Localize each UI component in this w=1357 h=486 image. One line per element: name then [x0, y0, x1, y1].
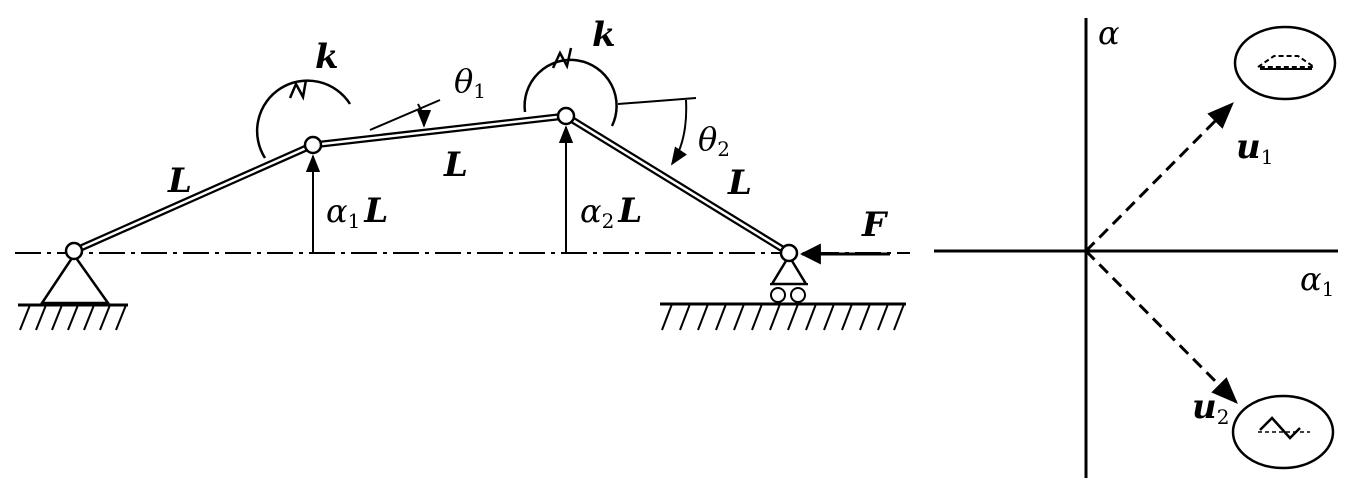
- right-roller-support: [769, 253, 809, 303]
- theta1-angle-marker: [369, 99, 441, 131]
- vector-u2-label: u2: [1192, 387, 1229, 429]
- bar-middle: [312, 112, 567, 149]
- bar-right: [564, 113, 791, 256]
- bar-left: [72, 141, 315, 255]
- spring-left-label: k: [315, 37, 339, 77]
- bar-middle-label: L: [443, 145, 468, 185]
- linkage-diagram: k k L L L θ1 θ2 α1L α2L F: [15, 15, 910, 331]
- left-pin-support: [39, 252, 111, 305]
- left-ground: [18, 303, 128, 331]
- hinge-joint-2: [556, 106, 576, 126]
- right-ground: [660, 302, 906, 331]
- mode-space-diagram: α α1 u1 u2: [934, 14, 1338, 478]
- horizontal-axis-label: α1: [1300, 260, 1334, 301]
- vector-u1-label: u1: [1236, 127, 1273, 169]
- vector-u2-arrow: [1084, 249, 1238, 404]
- vertical-axis-label: α: [1098, 14, 1120, 52]
- rotational-spring-right-icon: [523, 47, 618, 127]
- force-label: F: [861, 205, 889, 245]
- hinge-joint-1: [303, 135, 323, 155]
- spring-right-label: k: [592, 15, 616, 55]
- bar-right-label: L: [727, 163, 752, 203]
- theta2-angle-marker: [617, 97, 697, 166]
- mode-shape-2-icon: [1231, 394, 1335, 470]
- theta1-label: θ1: [454, 62, 486, 103]
- theta2-label: θ2: [698, 120, 730, 161]
- mode-shape-1-icon: [1233, 25, 1337, 101]
- bar-left-label: L: [167, 161, 192, 201]
- rotational-spring-left-icon: [255, 79, 352, 159]
- hinge-right-roller: [779, 243, 799, 263]
- vector-u1-arrow: [1084, 102, 1234, 253]
- hinge-left-pin: [64, 241, 84, 261]
